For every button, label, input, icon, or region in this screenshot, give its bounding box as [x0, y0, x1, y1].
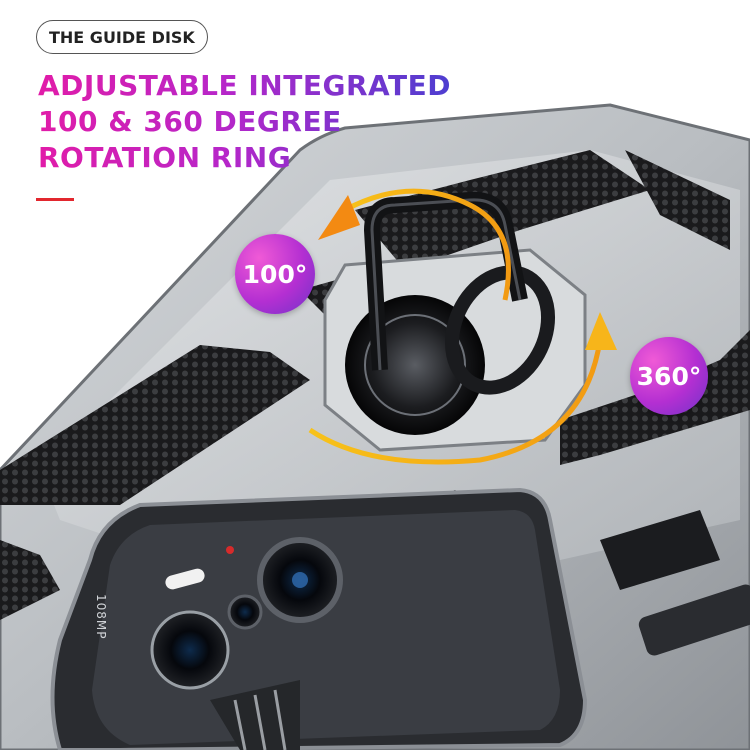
rotation-arrow-upper [343, 188, 511, 301]
grip-strip-top-right [625, 150, 730, 250]
headline-line-1: ADJUSTABLE INTEGRATED [38, 69, 451, 102]
headline-line-3: ROTATION RING [38, 141, 292, 174]
badge-360-label: 360° [636, 361, 702, 391]
small-lens [227, 594, 263, 630]
accent-divider [36, 198, 74, 201]
feature-headline: ADJUSTABLE INTEGRATED 100 & 360 DEGREE R… [38, 68, 451, 176]
camera-glass [92, 510, 560, 745]
camera-label: 108MP [94, 594, 108, 640]
rotation-arrowhead-upper [318, 195, 360, 240]
secondary-lens [150, 610, 230, 690]
rotation-arrowhead-lower [585, 312, 617, 350]
badge-100-label: 100° [242, 259, 308, 289]
badge-100-degree: 100° [235, 234, 315, 314]
guide-disk-tag: THE GUIDE DISK [36, 20, 208, 54]
grip-strip-bottom-left [0, 540, 60, 620]
rotation-arrow-lower [308, 339, 603, 465]
guide-disk-tag-label: THE GUIDE DISK [49, 27, 195, 47]
flash-strip [165, 568, 205, 590]
badge-360-degree: 360° [630, 337, 708, 415]
headline-line-2: 100 & 360 DEGREE [38, 105, 342, 138]
side-button [600, 510, 720, 590]
grip-strip-mid-left [0, 345, 310, 505]
